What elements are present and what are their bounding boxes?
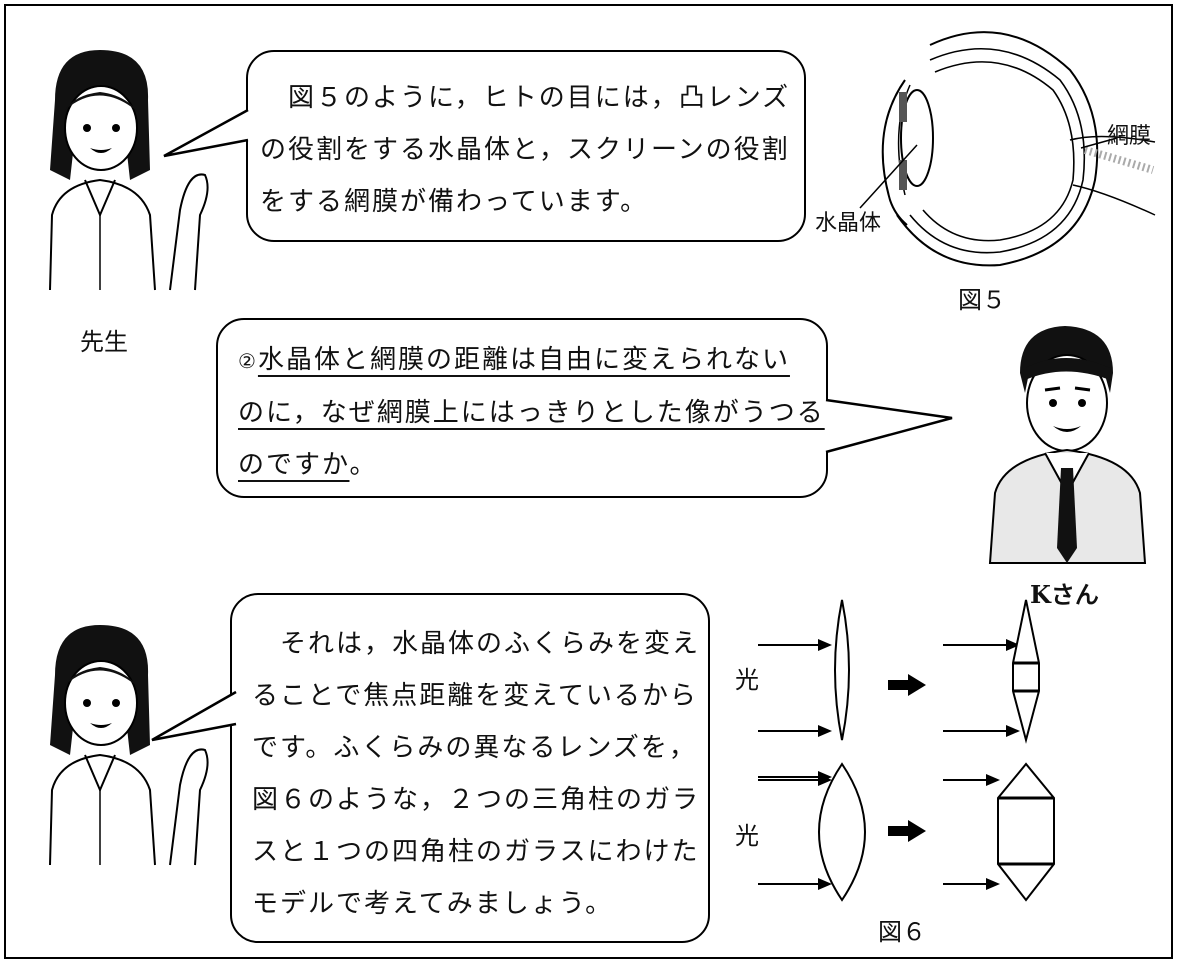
question-number: ② [238, 349, 258, 373]
speech-bubble-2-text: ②水晶体と網膜の距離は自由に変えられない のに，なぜ網膜上にはっきりとした像がう… [238, 334, 825, 491]
question-underlined: 水晶体と網膜の距離は自由に変えられない のに，なぜ網膜上にはっきりとした像がうつ… [238, 345, 825, 480]
teacher-label-top: 先生 [80, 328, 128, 356]
figure-5-caption: 図５ [958, 286, 1006, 314]
arrow-top-3 [943, 639, 1020, 651]
student-label: Kさん [1030, 580, 1099, 609]
speech-bubble-1-text: 図５のように，ヒトの目には，凸レンズ の役割をする水晶体と，スクリーンの役割 を… [260, 83, 791, 217]
thick-lens-model [997, 762, 1055, 902]
figure-6-caption: 図６ [878, 918, 926, 946]
arrow-thick-bottom [888, 820, 926, 842]
arrow-thick-top [888, 674, 926, 696]
arrow-bottom-4 [943, 878, 1000, 890]
speech-bubble-3-text: それは，水晶体のふくらみを変え ることで焦点距離を変えているから です。ふくらみ… [252, 629, 701, 919]
arrow-bottom-1 [758, 774, 832, 786]
lens-model-diagram [758, 599, 1040, 783]
label-crystalline-lens: 水晶体 [815, 211, 882, 236]
lens-model-diagram-bottom [758, 762, 1055, 902]
light-label-bottom: 光 [735, 822, 759, 850]
arrow-top-4 [943, 725, 1020, 737]
eye-diagram [859, 31, 1156, 267]
thick-convex-lens [818, 762, 866, 902]
speech-bubble-1 [246, 50, 806, 242]
arrow-top-1 [758, 639, 832, 651]
arrow-bottom-3 [943, 774, 1000, 786]
speech-bubble-3 [230, 593, 710, 943]
student-illustration [988, 326, 1147, 564]
bubble-3-tail [151, 690, 241, 742]
figure-frame [4, 4, 1173, 959]
teacher-illustration-bottom [49, 625, 209, 866]
question-end: 。 [349, 450, 378, 480]
label-retina: 網膜 [1107, 124, 1152, 149]
bubble-1-tail [163, 108, 253, 158]
teacher-illustration-top [49, 50, 209, 291]
arrow-top-2 [758, 725, 832, 737]
thin-convex-lens [834, 599, 850, 741]
light-label-top: 光 [735, 666, 759, 694]
thin-lens-model [1012, 599, 1040, 744]
bubble-2-tail [821, 398, 953, 454]
arrow-bottom-2 [758, 878, 832, 890]
speech-bubble-2 [216, 318, 828, 498]
